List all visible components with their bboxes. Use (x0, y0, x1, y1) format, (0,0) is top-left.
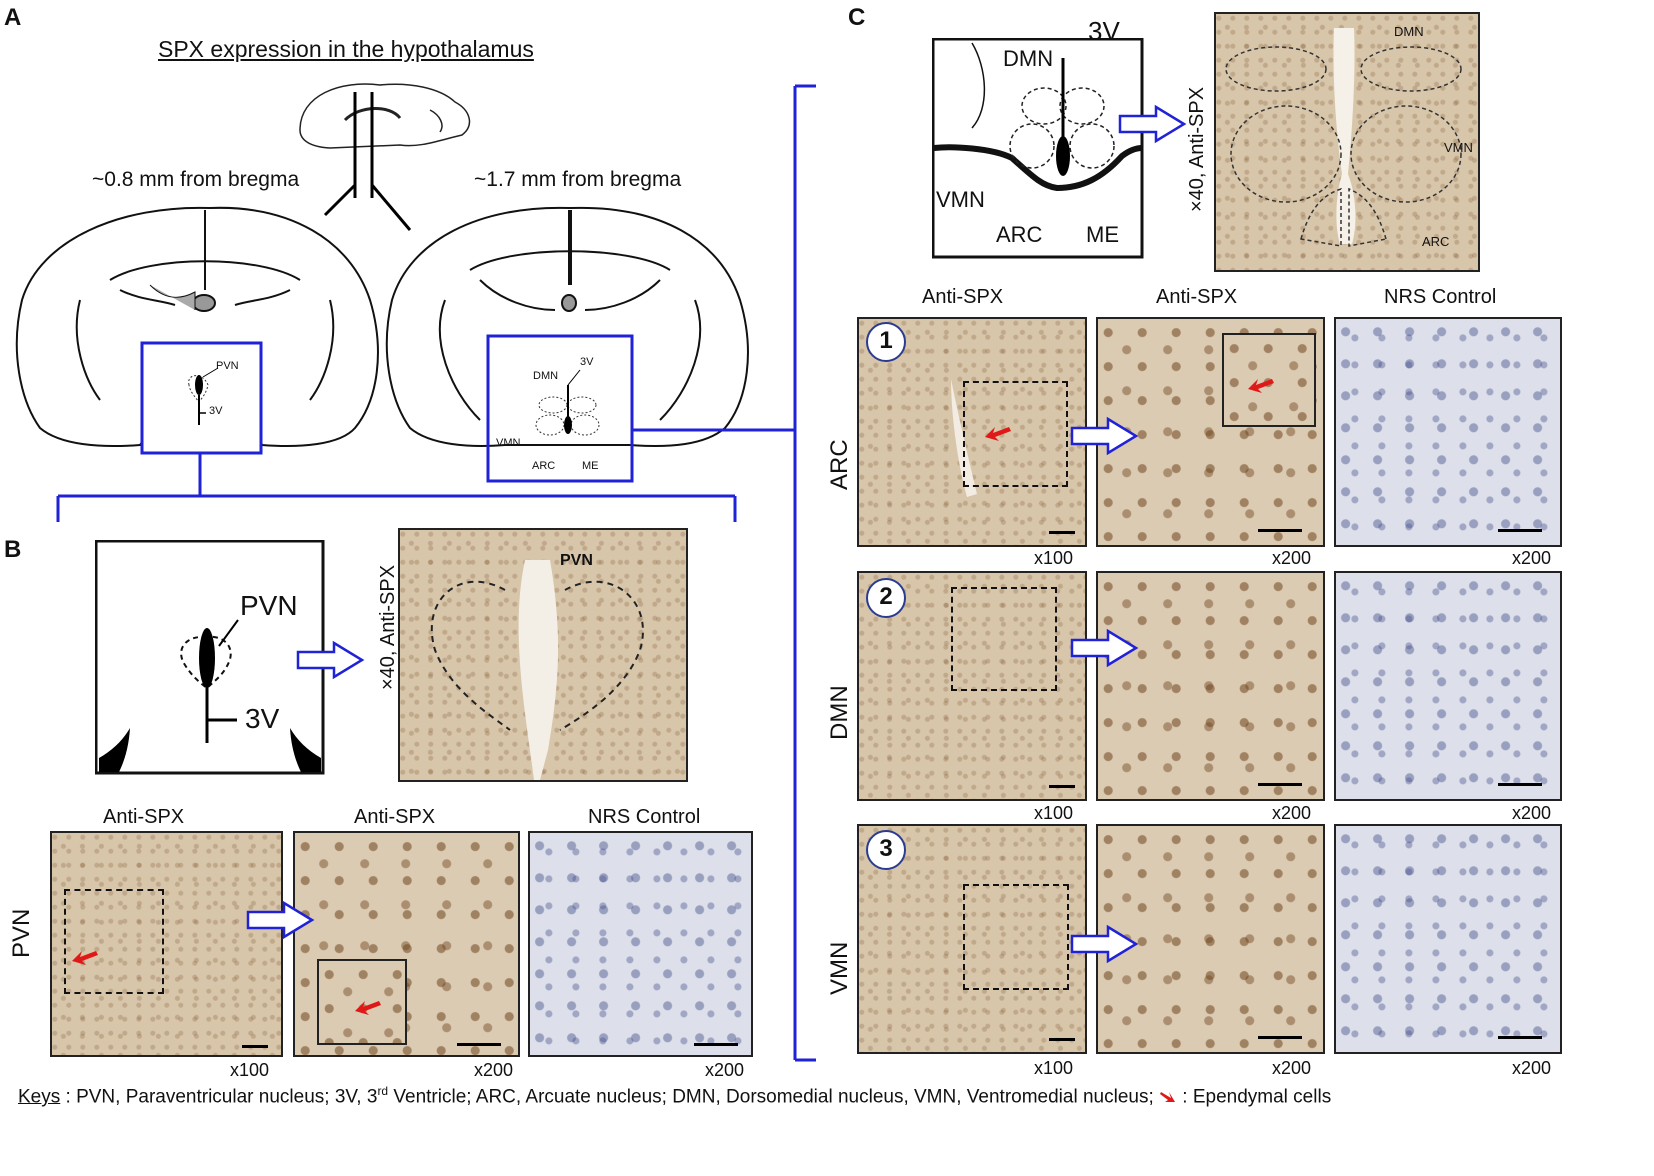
b-col-header-2: Anti-SPX (354, 806, 436, 828)
c-bracket (793, 84, 816, 1062)
c-row2-arrow-icon (1070, 628, 1139, 668)
b-micrograph-x100 (50, 831, 283, 1057)
b-inset-micrograph (317, 959, 407, 1045)
keys-text2: Ventricle; ARC, Arcuate nucleus; DMN, Do… (388, 1086, 1154, 1108)
c-row-label-arc: ARC (826, 439, 853, 490)
keys-prefix: Keys (18, 1086, 61, 1108)
panel-letter-b: B (4, 536, 22, 563)
panel-a-title: SPX expression in the hypothalamus (158, 36, 534, 62)
a-right-dmn-label: DMN (533, 370, 559, 382)
c-row-number-2: 2 (866, 578, 906, 618)
c-dmn-micrograph-nrs (1334, 571, 1562, 801)
b-schematic (95, 540, 325, 775)
c-overview-dmn-label: DMN (1394, 24, 1424, 39)
c-overview-micrograph: DMN VMN ARC (1214, 12, 1480, 272)
b-col-header-1: Anti-SPX (103, 806, 185, 828)
b-col-header-3: NRS Control (588, 806, 701, 828)
keys-sup: rd (377, 1084, 389, 1098)
ependymal-arrow-icon (355, 1001, 381, 1015)
c-schematic-arc-label: ARC (996, 222, 1043, 247)
c-schematic-vmn-label: VMN (936, 187, 985, 212)
coronal-section-right (385, 206, 749, 447)
b-schematic-3v-label: 3V (245, 703, 280, 734)
ependymal-arrow-legend-icon (1160, 1092, 1176, 1103)
b-micrograph-x200 (293, 831, 520, 1057)
c-row1-mag-2: x200 (1272, 548, 1312, 568)
c-overview-arc-label: ARC (1422, 234, 1450, 249)
a-left-pvn-label: PVN (216, 360, 239, 372)
panel-letter-c: C (848, 4, 866, 31)
panel-letter-a: A (4, 4, 22, 31)
c-row3-arrow-icon (1070, 924, 1139, 964)
b-mag-2: x200 (474, 1060, 514, 1080)
b-overview-micrograph: PVN (398, 528, 688, 782)
a-left-3v-label: 3V (209, 405, 223, 417)
b-overview-pvn-label: PVN (560, 552, 593, 569)
b-mag-3: x200 (705, 1060, 745, 1080)
caption-left-bregma: ~0.8 mm from bregma (92, 168, 300, 191)
c-arrow-icon (1118, 104, 1187, 144)
c-col-header-2: Anti-SPX (1156, 286, 1238, 308)
a-right-vmn-label: VMN (496, 437, 521, 449)
coronal-section-left (15, 206, 379, 447)
c-row1-mag-3: x200 (1512, 548, 1552, 568)
b-mag-1: x100 (230, 1060, 270, 1080)
c-dmn-micrograph-x200 (1096, 571, 1325, 801)
panel-a-schematic (15, 83, 795, 522)
c-row2-mag-1: x100 (1034, 803, 1074, 823)
c-row-label-vmn: VMN (826, 941, 853, 995)
c-row3-mag-2: x200 (1272, 1058, 1312, 1078)
b-schematic-pvn-label: PVN (240, 590, 298, 621)
a-right-3v-label: 3V (580, 356, 594, 368)
b-row-arrow-icon (246, 900, 315, 940)
c-row-number-1: 1 (866, 322, 906, 362)
c-vmn-micrograph-nrs (1334, 824, 1562, 1054)
c-arc-inset-micrograph (1222, 333, 1316, 427)
keys-legend: Keys : PVN, Paraventricular nucleus; 3V,… (18, 1084, 1331, 1108)
c-vmn-micrograph-x200 (1096, 824, 1325, 1054)
c-row-label-dmn: DMN (826, 685, 853, 740)
c-overview-side-label: ×40, Anti-SPX (1186, 86, 1208, 212)
ependymal-arrow-icon (985, 427, 1011, 441)
c-arc-micrograph-nrs (1334, 317, 1562, 547)
c-row-number-3: 3 (866, 830, 906, 870)
c-row3-mag-1: x100 (1034, 1058, 1074, 1078)
c-col-header-1: Anti-SPX (922, 286, 1004, 308)
c-schematic (932, 38, 1144, 259)
caption-right-bregma: ~1.7 mm from bregma (474, 168, 682, 191)
c-overview-vmn-label: VMN (1444, 140, 1473, 155)
sagittal-brain-icon (299, 83, 471, 149)
keys-text3: : Ependymal cells (1177, 1086, 1332, 1108)
c-schematic-3v-label: 3V (1088, 16, 1120, 46)
c-row2-mag-3: x200 (1512, 803, 1552, 823)
c-col-header-3: NRS Control (1384, 286, 1497, 308)
a-right-arc-label: ARC (532, 460, 556, 472)
a-right-me-label: ME (582, 460, 599, 472)
c-schematic-dmn-label: DMN (1003, 46, 1054, 71)
c-arc-micrograph-x200 (1096, 317, 1325, 547)
b-row-label: PVN (8, 908, 35, 958)
c-row2-mag-2: x200 (1272, 803, 1312, 823)
c-row3-mag-3: x200 (1512, 1058, 1552, 1078)
keys-text: : PVN, Paraventricular nucleus; 3V, 3 (60, 1086, 378, 1108)
c-schematic-me-label: ME (1086, 222, 1119, 247)
c-row1-mag-1: x100 (1034, 548, 1074, 568)
ependymal-arrow-icon (72, 951, 98, 965)
c-row1-arrow-icon (1070, 416, 1139, 456)
b-overview-side-label: ×40, Anti-SPX (377, 564, 399, 690)
ependymal-arrow-icon (1248, 379, 1274, 393)
b-arrow-icon (296, 640, 365, 680)
b-micrograph-nrs-control (528, 831, 753, 1057)
